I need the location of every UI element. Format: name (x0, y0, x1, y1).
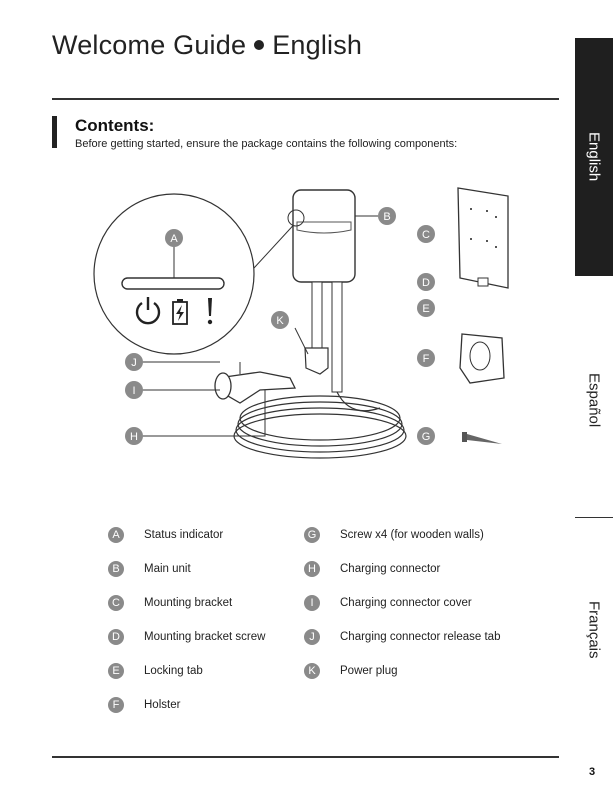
legend-item-c: C Mounting bracket (108, 595, 232, 611)
svg-text:C: C (422, 229, 430, 241)
legend-badge: K (304, 663, 320, 679)
tab-label: English (585, 132, 603, 182)
section-accent-bar (52, 116, 57, 148)
top-rule (52, 98, 559, 100)
legend-label: Charging connector (340, 563, 441, 575)
battery-charging-icon (172, 299, 188, 325)
page-title: Welcome Guide English (52, 30, 362, 61)
svg-text:F: F (423, 353, 430, 365)
legend-label: Mounting bracket screw (144, 631, 266, 643)
legend-item-k: K Power plug (304, 663, 398, 679)
legend-badge: A (108, 527, 124, 543)
callout-c: C (417, 225, 435, 243)
svg-text:D: D (422, 277, 430, 289)
legend-item-f: F Holster (108, 697, 180, 713)
callout-f: F (417, 349, 435, 367)
callout-i: I (125, 381, 143, 399)
legend-label: Charging connector release tab (340, 631, 501, 643)
title-right: English (272, 30, 363, 60)
page-number: 3 (589, 766, 596, 778)
components-illustration: A B K J I H C D E F G (93, 187, 509, 459)
mounting-bracket-screw (477, 277, 489, 287)
power-icon (135, 297, 161, 325)
legend-badge: F (108, 697, 124, 713)
tab-english[interactable]: English (575, 38, 613, 276)
legend-label: Status indicator (144, 529, 224, 541)
callout-e: E (417, 299, 435, 317)
legend-badge: I (304, 595, 320, 611)
status-light-bar (121, 277, 225, 290)
callout-j: J (125, 353, 143, 371)
legend-item-i: I Charging connector cover (304, 595, 472, 611)
legend-item-d: D Mounting bracket screw (108, 629, 265, 645)
svg-text:A: A (170, 233, 178, 245)
legend-item-h: H Charging connector (304, 561, 440, 577)
svg-text:I: I (132, 385, 135, 397)
legend-item-j: J Charging connector release tab (304, 629, 500, 645)
legend-item-b: B Main unit (108, 561, 191, 577)
legend-badge: H (304, 561, 320, 577)
bullet-dot-icon (254, 39, 265, 50)
svg-text:G: G (422, 431, 431, 443)
legend-item-a: A Status indicator (108, 527, 223, 543)
contents-heading: Contents: (75, 116, 155, 135)
tab-separator (575, 517, 613, 518)
legend-label: Power plug (340, 665, 398, 677)
svg-text:B: B (383, 211, 390, 223)
svg-text:J: J (131, 357, 137, 369)
legend-label: Holster (144, 699, 181, 711)
legend-badge: D (108, 629, 124, 645)
tab-francais[interactable]: Français (575, 565, 613, 695)
charging-connector (216, 371, 297, 404)
legend-badge: E (108, 663, 124, 679)
exclamation-icon (207, 298, 213, 325)
callout-a: A (165, 229, 183, 247)
main-unit (292, 189, 356, 283)
mounting-bracket (457, 187, 509, 289)
legend-label: Locking tab (144, 665, 203, 677)
legend-badge: B (108, 561, 124, 577)
screw (462, 432, 502, 444)
svg-text:E: E (422, 303, 429, 315)
legend-label: Screw x4 (for wooden walls) (340, 529, 484, 541)
tab-label: Français (585, 601, 603, 659)
callout-d: D (417, 273, 435, 291)
legend-badge: C (108, 595, 124, 611)
legend-label: Main unit (144, 563, 191, 575)
svg-text:K: K (276, 315, 284, 327)
contents-intro: Before getting started, ensure the packa… (75, 138, 458, 150)
callout-b: B (378, 207, 396, 225)
callout-k: K (271, 311, 289, 329)
power-plug (304, 347, 329, 375)
legend-item-e: E Locking tab (108, 663, 203, 679)
holster (459, 333, 505, 384)
legend-badge: G (304, 527, 320, 543)
tab-label: Español (585, 372, 603, 428)
legend-item-g: G Screw x4 (for wooden walls) (304, 527, 484, 543)
svg-text:H: H (130, 431, 138, 443)
tab-espanol[interactable]: Español (575, 330, 613, 470)
title-left: Welcome Guide (52, 30, 247, 60)
legend-label: Charging connector cover (340, 597, 472, 609)
bottom-rule (52, 756, 559, 758)
legend-label: Mounting bracket (144, 597, 233, 609)
callout-h: H (125, 427, 143, 445)
status-zoom-circle (93, 193, 255, 355)
legend-badge: J (304, 629, 320, 645)
callout-g: G (417, 427, 435, 445)
